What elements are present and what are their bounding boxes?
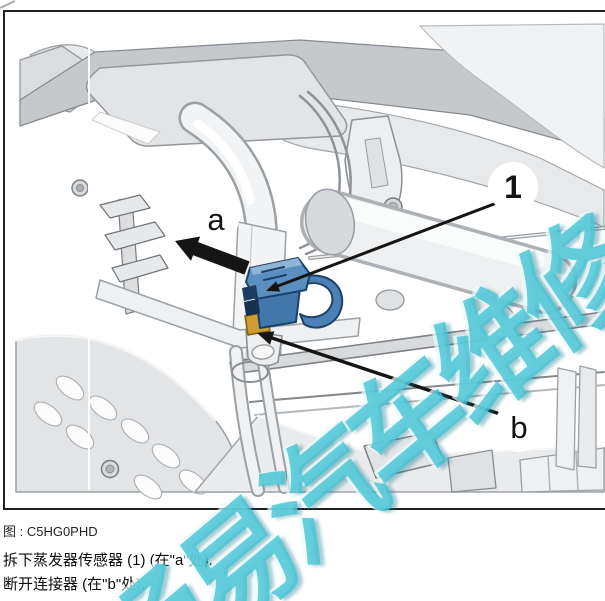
- leader-line-b: [257, 331, 499, 415]
- scan-line-artifact: [88, 28, 90, 490]
- air-duct: [300, 188, 577, 314]
- side-slats: [555, 365, 597, 471]
- callout-a: a: [193, 196, 239, 242]
- support-strap: [95, 279, 361, 349]
- instruction-line-2: 断开连接器 (在"b"处).: [3, 576, 146, 593]
- callout-b: b: [494, 402, 544, 452]
- figure-caption: 图 : C5HG0PHD: [3, 524, 98, 539]
- instruction-line-1: 拆下蒸发器传感器 (1) (在"a"处).: [3, 552, 213, 569]
- callout-1: 1: [488, 162, 538, 212]
- drain-holes: [33, 375, 208, 500]
- removal-direction-arrow: [175, 236, 250, 275]
- leader-line-1: [266, 202, 496, 292]
- instructions: 拆下蒸发器传感器 (1) (在"a"处). 断开连接器 (在"b"处).: [3, 550, 213, 598]
- lower-pipes: [229, 345, 290, 497]
- corner-mark: [0, 0, 16, 9]
- line-art: [14, 23, 605, 500]
- evaporator-sensor: [242, 257, 344, 367]
- tunnel-panel: [14, 333, 238, 500]
- left-bracket: [71, 179, 169, 315]
- misc-parts: [375, 289, 517, 341]
